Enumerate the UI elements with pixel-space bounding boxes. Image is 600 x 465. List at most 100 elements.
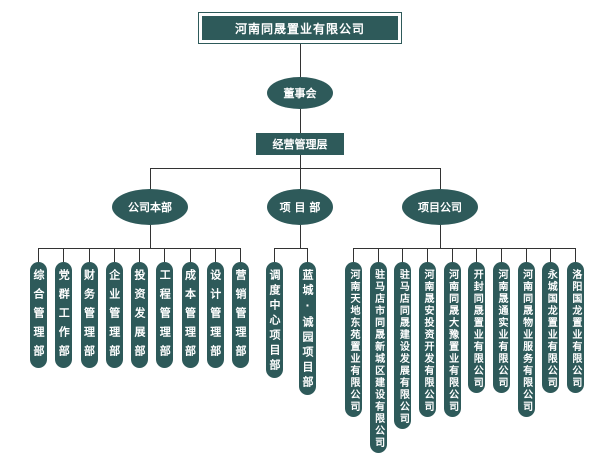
connector-line: [150, 225, 151, 248]
connector-line: [525, 248, 527, 262]
org-node-wrapper: 财务管理部: [80, 248, 98, 368]
project-company-node: 河南同晟物业服务有限公司: [517, 262, 535, 417]
connector-line: [300, 168, 301, 189]
org-node-wrapper: 调度中心项目部: [266, 248, 283, 378]
org-node-wrapper: 驻马店同晟建设发展有限公司: [394, 248, 412, 429]
project-company-node-label: 驻马店市同晟新城区建设有限公司: [372, 269, 384, 449]
project-company-node-label: 河南同晟大豫置业有限公司: [446, 269, 458, 413]
org-node-wrapper: 河南天地东苑置业有限公司: [345, 248, 362, 417]
connector-line: [353, 248, 576, 249]
project-company-node-label: 永城国龙置业有限公司: [545, 269, 557, 389]
connector-line: [240, 248, 241, 262]
connector-line: [574, 248, 576, 262]
dept-node-label: 财务管理部: [82, 269, 96, 364]
project-dept-node: 蓝城·诚园项目部: [299, 262, 316, 395]
org-node-wrapper: 工程管理部: [156, 248, 174, 368]
project-company-node: 河南天地东苑置业有限公司: [345, 262, 362, 417]
project-company-node-label: 开封同晟置业有限公司: [471, 269, 483, 389]
org-node-wrapper: 营销管理部: [232, 248, 249, 368]
connector-line: [88, 248, 90, 262]
org-node-wrapper: 综合管理部: [30, 248, 47, 368]
project-company-node: 河南晟通实业有限公司: [492, 262, 510, 393]
org-node-wrapper: 洛阳国龙置业有限公司: [566, 248, 584, 393]
connector-line: [274, 248, 275, 262]
project-company-node: 河南同晟大豫置业有限公司: [443, 262, 461, 417]
org-node-wrapper: 企业管理部: [105, 248, 123, 368]
project-company-node-label: 河南晟安投资开发有限公司: [421, 269, 433, 413]
connector-line: [300, 109, 301, 133]
connector-line: [38, 248, 39, 262]
dept-node: 工程管理部: [156, 262, 174, 368]
branch-project-dept-node: 项 目 部: [267, 189, 333, 225]
org-node-wrapper: 河南同晟物业服务有限公司: [517, 248, 535, 417]
connector-line: [353, 248, 354, 262]
connector-line: [164, 248, 166, 262]
board-node: 董事会: [267, 77, 333, 109]
dept-node-label: 工程管理部: [158, 269, 172, 364]
org-node-wrapper: 蓝城·诚园项目部: [299, 248, 316, 395]
branch-project-companies-node: 项目公司: [402, 189, 478, 225]
org-node-wrapper: 驻马店市同晟新城区建设有限公司: [369, 248, 387, 453]
org-node-wrapper: 设计管理部: [206, 248, 224, 368]
root-node: 河南同晟置业有限公司: [202, 16, 398, 40]
dept-node-label: 投资发展部: [133, 269, 146, 364]
branch-hq-node: 公司本部: [112, 189, 188, 225]
connector-line: [150, 168, 151, 189]
dept-node: 综合管理部: [30, 262, 47, 368]
connector-line: [300, 225, 301, 248]
org-node-wrapper: 党群工作部: [55, 248, 73, 368]
org-node-wrapper: 投资发展部: [131, 248, 148, 368]
dept-node: 财务管理部: [80, 262, 98, 368]
connector-line: [274, 248, 308, 249]
project-company-node: 永城国龙置业有限公司: [542, 262, 560, 393]
project-company-node: 河南晟安投资开发有限公司: [418, 262, 436, 417]
org-node-wrapper: 永城国龙置业有限公司: [542, 248, 560, 393]
org-node-wrapper: 河南晟通实业有限公司: [492, 248, 510, 393]
project-company-node: 驻马店市同晟新城区建设有限公司: [369, 262, 387, 453]
connector-line: [300, 155, 301, 168]
dept-node-label: 设计管理部: [208, 269, 222, 364]
connector-line: [214, 248, 216, 262]
org-node-wrapper: 河南晟安投资开发有限公司: [418, 248, 436, 417]
dept-node-label: 综合管理部: [32, 269, 45, 364]
org-node-wrapper: 河南同晟大豫置业有限公司: [443, 248, 461, 417]
hq-departments-group: 综合管理部 党群工作部 财务管理部 企业管理部 投资发展部 工程管理部 成本管理…: [30, 248, 249, 368]
dept-node: 成本管理部: [181, 262, 199, 368]
connector-line: [476, 248, 478, 262]
connector-line: [300, 44, 301, 77]
connector-line: [150, 168, 440, 169]
org-node-wrapper: 开封同晟置业有限公司: [468, 248, 486, 393]
connector-line: [377, 248, 379, 262]
org-node-wrapper: 成本管理部: [181, 248, 199, 368]
dept-node-label: 营销管理部: [234, 269, 247, 364]
connector-line: [500, 248, 502, 262]
dept-node: 营销管理部: [232, 262, 249, 368]
connector-line: [189, 248, 191, 262]
connector-line: [426, 248, 428, 262]
connector-line: [550, 248, 552, 262]
project-company-node: 洛阳国龙置业有限公司: [566, 262, 584, 393]
connector-line: [139, 248, 140, 262]
project-dept-node-label: 蓝城·诚园项目部: [301, 269, 314, 391]
connector-line: [451, 248, 453, 262]
project-company-node-label: 河南天地东苑置业有限公司: [348, 269, 359, 413]
project-company-node-label: 河南同晟物业服务有限公司: [520, 269, 532, 413]
root-node-frame: 河南同晟置业有限公司: [198, 12, 402, 44]
dept-node-label: 企业管理部: [107, 269, 121, 364]
connector-line: [113, 248, 115, 262]
project-company-node: 开封同晟置业有限公司: [468, 262, 486, 393]
connector-line: [63, 248, 65, 262]
project-company-node: 驻马店同晟建设发展有限公司: [394, 262, 412, 429]
connector-line: [402, 248, 404, 262]
project-dept-node: 调度中心项目部: [266, 262, 283, 378]
project-company-node-label: 洛阳国龙置业有限公司: [569, 269, 581, 389]
dept-node: 设计管理部: [206, 262, 224, 368]
connector-line: [440, 225, 441, 248]
connector-line: [307, 248, 308, 262]
management-node: 经营管理层: [256, 133, 344, 155]
project-dept-node-label: 调度中心项目部: [268, 269, 281, 374]
dept-node: 投资发展部: [131, 262, 148, 368]
dept-node-label: 成本管理部: [183, 269, 197, 364]
project-company-node-label: 驻马店同晟建设发展有限公司: [397, 269, 409, 425]
dept-node: 党群工作部: [55, 262, 73, 368]
